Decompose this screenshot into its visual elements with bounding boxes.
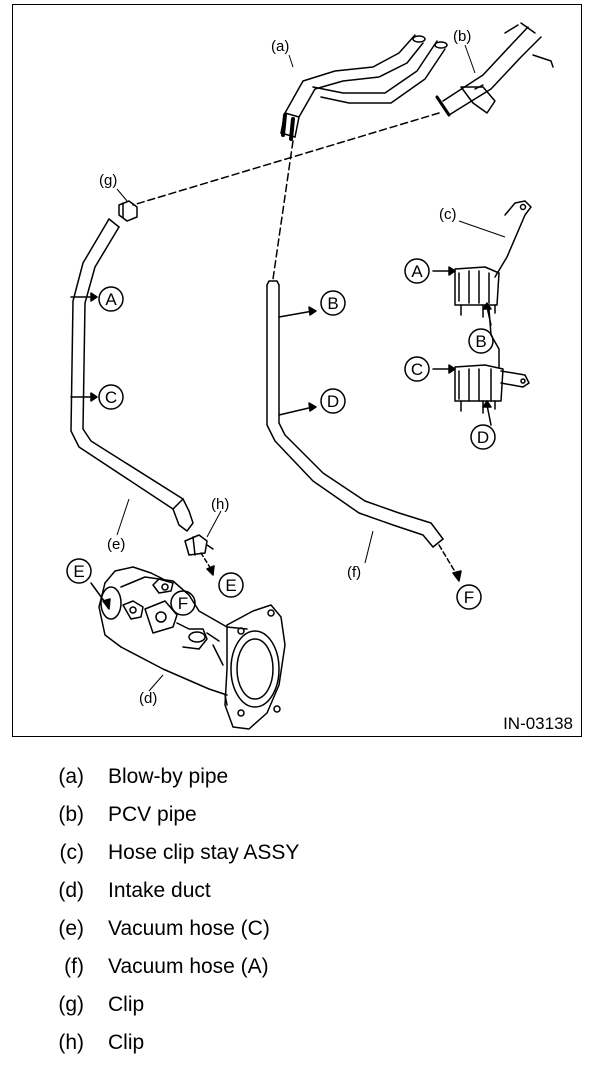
legend-text: Hose clip stay ASSY bbox=[108, 841, 300, 864]
legend-item: (c) Hose clip stay ASSY bbox=[0, 838, 600, 868]
legend-text: Vacuum hose (A) bbox=[108, 955, 269, 978]
blow-by-pipe bbox=[280, 34, 448, 141]
label-part-g: (g) bbox=[99, 172, 117, 189]
label-part-c: (c) bbox=[439, 206, 457, 223]
label-part-b: (b) bbox=[453, 28, 471, 45]
connector-e-duct: E bbox=[73, 562, 84, 581]
legend-key: (e) bbox=[58, 917, 84, 940]
vacuum-hose-a bbox=[266, 280, 444, 548]
legend-item: (b) PCV pipe bbox=[0, 800, 600, 830]
legend-key: (g) bbox=[58, 993, 84, 1016]
legend-item: (h) Clip bbox=[0, 1028, 600, 1058]
hose-a-pointer-b bbox=[278, 310, 314, 318]
connector-c-left: C bbox=[105, 388, 117, 407]
vacuum-hose-c bbox=[70, 218, 194, 532]
clip-h bbox=[184, 534, 214, 556]
legend-key: (h) bbox=[58, 1031, 84, 1054]
legend-text: PCV pipe bbox=[108, 803, 197, 826]
hose-a-pointer-d bbox=[278, 406, 314, 416]
legend-key: (a) bbox=[58, 765, 84, 788]
pcv-pipe bbox=[435, 22, 554, 117]
connector-e-clip: E bbox=[225, 576, 236, 595]
legend-text: Blow-by pipe bbox=[108, 765, 229, 788]
diagram-frame: (a) (b) (c) (d) (e) (f) (g) (h) A C B D … bbox=[12, 4, 582, 737]
legend-item: (e) Vacuum hose (C) bbox=[0, 914, 600, 944]
connector-f-hose: F bbox=[464, 588, 474, 607]
connector-d-hose: D bbox=[327, 392, 339, 411]
legend-key: (d) bbox=[58, 879, 84, 902]
legend-text: Vacuum hose (C) bbox=[108, 917, 270, 940]
label-part-h: (h) bbox=[211, 496, 229, 513]
legend-key: (c) bbox=[59, 841, 85, 864]
legend-item: (g) Clip bbox=[0, 990, 600, 1020]
connector-c-stay: C bbox=[411, 360, 423, 379]
label-part-e: (e) bbox=[107, 536, 125, 553]
connector-a-left: A bbox=[105, 290, 117, 309]
connector-d-stay: D bbox=[477, 428, 489, 447]
legend-key: (f) bbox=[64, 955, 84, 978]
pipe-route-line-b bbox=[132, 112, 440, 206]
connector-a-stay: A bbox=[411, 262, 423, 281]
parts-diagram: (a) (b) (c) (d) (e) (f) (g) (h) A C B D … bbox=[66, 22, 573, 733]
legend-key: (b) bbox=[58, 803, 84, 826]
legend-item: (f) Vacuum hose (A) bbox=[0, 952, 600, 982]
connector-b-stay: B bbox=[475, 332, 486, 351]
label-part-d: (d) bbox=[139, 690, 157, 707]
label-part-f: (f) bbox=[347, 564, 361, 581]
connector-f-duct: F bbox=[178, 594, 188, 613]
intake-duct bbox=[98, 566, 286, 730]
label-part-a: (a) bbox=[271, 38, 289, 55]
legend-text: Clip bbox=[108, 993, 145, 1016]
legend-item: (a) Blow-by pipe bbox=[0, 762, 600, 792]
figure-id-code: IN-03138 bbox=[503, 714, 573, 733]
hose-clip-stay bbox=[454, 200, 532, 414]
pipe-route-line-a bbox=[272, 140, 294, 280]
clip-g bbox=[118, 200, 138, 222]
legend-item: (d) Intake duct bbox=[0, 876, 600, 906]
legend-text: Clip bbox=[108, 1031, 145, 1054]
connector-b-hose: B bbox=[327, 294, 338, 313]
legend-text: Intake duct bbox=[108, 879, 211, 902]
